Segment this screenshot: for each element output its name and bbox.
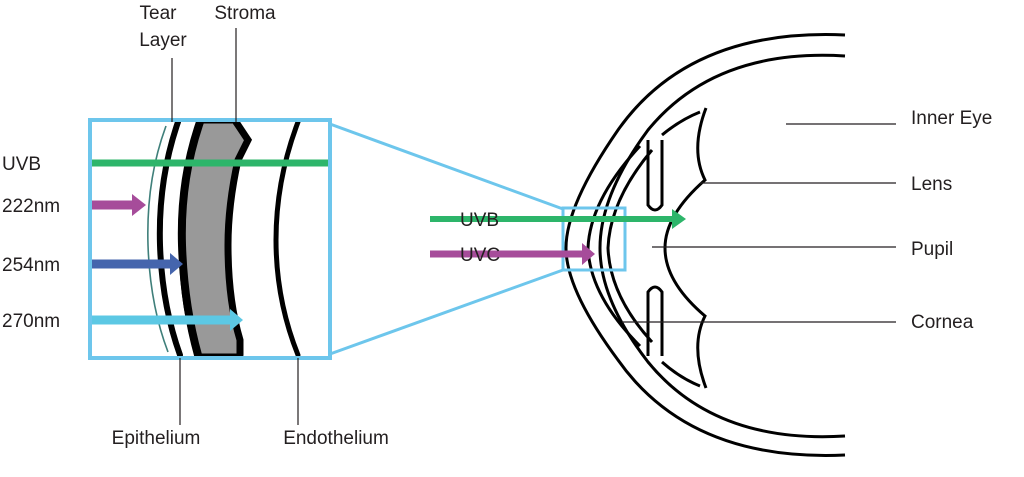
cornea-inner [606, 149, 654, 344]
cornea-label: Cornea [911, 312, 974, 333]
lens-label: Lens [911, 174, 952, 195]
endothelium-label: Endothelium [283, 428, 389, 449]
wavelength-270nm-label: 270nm [2, 311, 60, 332]
stroma-label: Stroma [214, 3, 276, 24]
iris-lower [646, 285, 664, 356]
ray-270nm-head [230, 309, 243, 331]
inset-frame [88, 118, 332, 360]
eye-zoom-box [561, 206, 627, 272]
tear-layer-label-line2: Layer [139, 30, 187, 51]
lens-shape [663, 107, 708, 389]
eye-cross-section [564, 33, 846, 457]
eye-uvb-ray-head [672, 209, 686, 229]
iris-upper [646, 140, 664, 212]
wavelength-222nm-label: 222nm [2, 196, 60, 217]
cornea-zoom-inset [88, 28, 332, 425]
inner-eye-label: Inner Eye [911, 108, 992, 129]
eye-outer-wall [564, 33, 846, 457]
pupil-label: Pupil [911, 239, 953, 260]
endothelium-layer [273, 119, 301, 358]
zoom-connector-top [329, 122, 564, 211]
eye-uvb-label: UVB [460, 210, 499, 231]
cornea-outer [586, 144, 642, 348]
eye-inner-wall [598, 53, 846, 439]
inset-uvb-label: UVB [2, 154, 41, 175]
tear-layer-label-line1: Tear [140, 3, 178, 24]
ciliary-upper [661, 110, 701, 137]
ray-222nm-head [132, 194, 146, 216]
eye-uvc-ray-head [582, 243, 595, 265]
epithelium-label: Epithelium [112, 428, 201, 449]
ciliary-lower [661, 360, 701, 388]
ray-254nm-head [170, 253, 183, 275]
zoom-connector-bottom [329, 268, 564, 356]
eye-uvc-label: UVC [460, 245, 500, 266]
wavelength-254nm-label: 254nm [2, 255, 60, 276]
